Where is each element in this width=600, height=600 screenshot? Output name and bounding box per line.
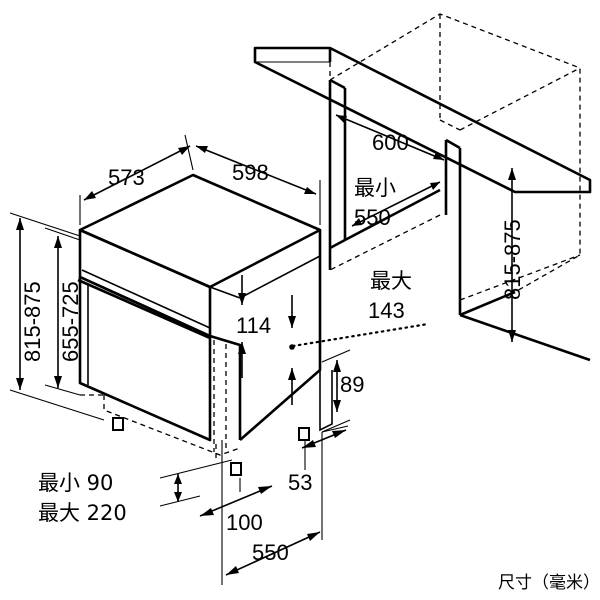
niche-outline [328,13,591,362]
label-plinth-89: 89 [340,372,364,397]
label-max-143: 143 [368,298,405,323]
label-niche-width: 600 [372,130,409,155]
label-niche-height: 815-875 [500,219,525,300]
label-niche-depth-min-label: 最小 [354,176,396,200]
label-panel-height: 655-725 [58,281,83,362]
label-max-heading: 最大 [370,269,412,293]
diagram-caption: 尺寸（毫米） [498,573,600,593]
label-unit-width: 598 [232,160,269,185]
label-niche-depth-min-value: 550 [354,205,391,230]
label-plinth-max: 最大 220 [38,501,127,525]
label-plinth-min: 最小 90 [38,471,113,495]
label-unit-depth: 573 [108,165,145,190]
dishwasher-unit [77,173,333,476]
label-dim-100: 100 [226,510,263,535]
label-offset-53: 53 [288,470,312,495]
unit-dimensions [9,134,430,585]
label-unit-height: 815-875 [20,281,45,362]
niche-dimensions [335,114,516,342]
label-gap-114: 114 [236,313,271,338]
countertop [253,46,592,194]
label-base-depth: 550 [252,540,289,565]
